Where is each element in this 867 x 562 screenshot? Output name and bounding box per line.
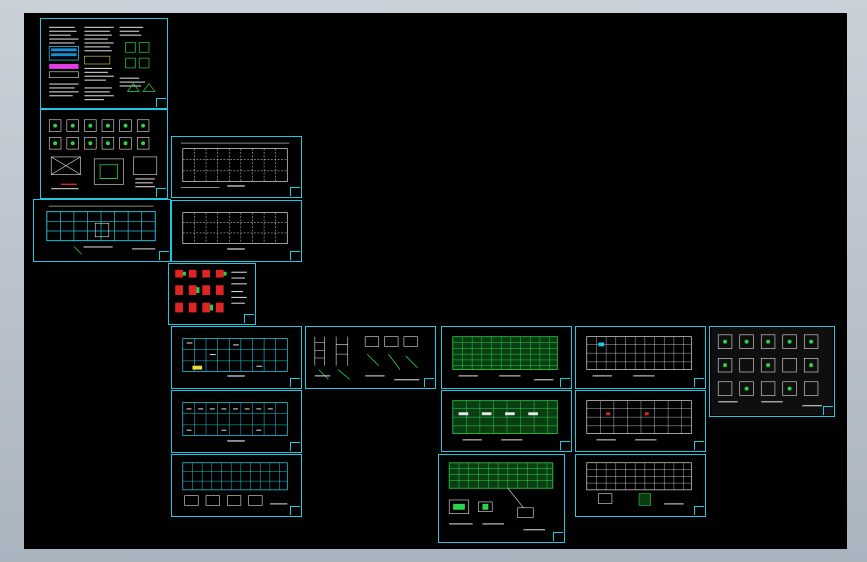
title-block [553,532,563,541]
plan-drawing [586,462,692,506]
sheet-white-plan-6[interactable] [575,454,706,517]
sheet-green-plan-3[interactable] [438,454,565,543]
beam-drawing [182,338,288,377]
title-block [290,442,300,451]
sheet-stair-details[interactable] [305,326,436,389]
title-block [159,251,169,260]
plan-drawing [180,142,290,188]
green-plan-drawing [448,462,554,531]
title-block [694,506,704,515]
title-block [560,378,570,387]
sheet-column-details[interactable] [168,263,256,325]
sheet-plan-1[interactable] [171,136,302,198]
title-block [694,378,704,387]
sheet-general-notes[interactable] [40,18,168,109]
beam-drawing [182,462,288,506]
sheet-foundation-details[interactable] [40,109,168,199]
title-block [244,314,254,323]
title-block [823,406,833,415]
sheet-white-plan-5[interactable] [575,390,706,452]
title-block [560,441,570,450]
title-block [694,441,704,450]
title-block [156,188,166,197]
plan-drawing [586,336,692,377]
drawing-canvas[interactable] [24,13,847,549]
title-block [424,378,434,387]
node-drawing [711,327,833,416]
foundation-drawing [48,119,158,190]
beam-drawing [182,402,288,442]
plan-drawing [586,400,692,441]
title-block [156,98,166,107]
sheet-plan-2[interactable] [33,199,171,262]
sheet-beam-plan-2[interactable] [171,390,302,453]
sheet-white-plan-4[interactable] [575,326,706,389]
sheet-beam-plan-3[interactable] [171,454,302,517]
sheet-green-plan-2[interactable] [441,390,572,452]
column-drawing [175,269,247,313]
sheet-green-plan-1[interactable] [441,326,572,389]
green-plan-drawing [452,400,558,441]
sheet-beam-plan-1[interactable] [171,326,302,389]
title-block [290,506,300,515]
title-block [290,378,300,387]
sheet-node-details[interactable] [709,326,835,417]
plan-drawing [182,212,288,250]
green-plan-drawing [452,336,558,381]
title-block [290,187,300,196]
sheet-plan-3[interactable] [171,200,302,262]
plan-drawing [46,205,156,255]
notes-drawing [48,26,156,101]
stair-drawing [314,336,420,381]
title-block [290,251,300,260]
